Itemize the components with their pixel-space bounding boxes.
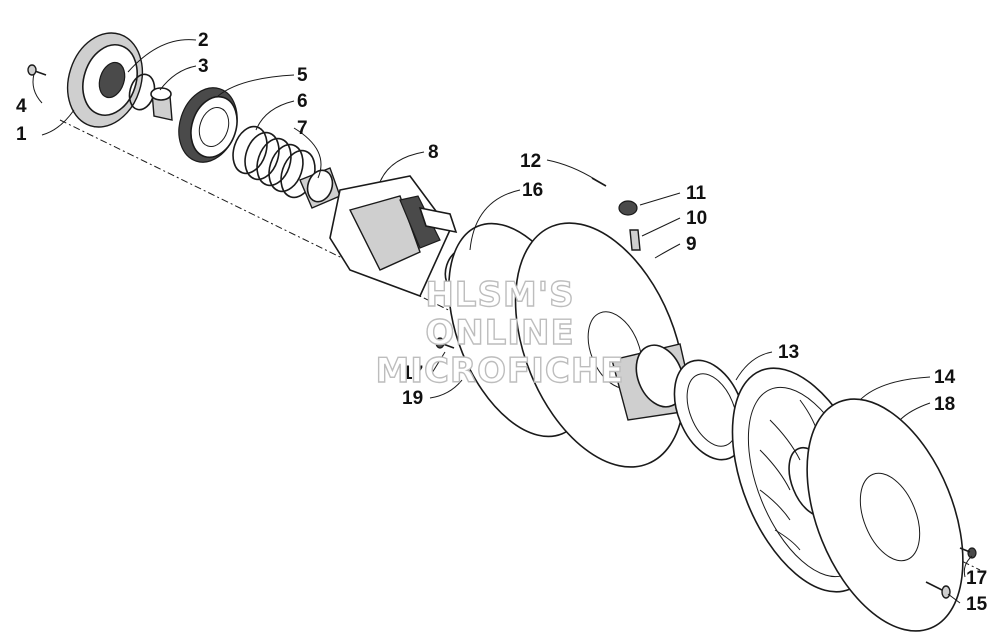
callout-16: 16 xyxy=(522,180,543,201)
watermark: HLSM'S ONLINE MICROFICHE xyxy=(375,274,624,391)
part-7-spacer xyxy=(299,167,341,209)
callout-11: 11 xyxy=(686,183,707,204)
callout-7: 7 xyxy=(297,118,308,139)
callout-3: 3 xyxy=(198,56,209,77)
callout-18: 18 xyxy=(934,394,955,415)
part-3-bushing xyxy=(150,87,173,121)
callout-17-upper: 17 xyxy=(402,363,423,384)
part-5-drum xyxy=(178,87,238,163)
callout-10: 10 xyxy=(686,208,707,229)
watermark-line-2: ONLINE xyxy=(425,313,574,353)
callout-14: 14 xyxy=(934,367,956,388)
part-11-roller xyxy=(618,200,638,216)
callout-19: 19 xyxy=(402,388,423,409)
part-15-bolt xyxy=(925,581,951,599)
part-8-helix xyxy=(329,175,458,298)
part-1-cover-plate xyxy=(66,32,144,128)
callout-17-lower: 17 xyxy=(966,568,987,589)
watermark-line-3: MICROFICHE xyxy=(375,351,624,391)
leader-lines xyxy=(32,39,973,604)
part-18-disc xyxy=(806,398,964,632)
callout-13: 13 xyxy=(778,342,799,363)
callout-5: 5 xyxy=(297,65,308,86)
callout-15: 15 xyxy=(966,594,988,615)
part-17-screw-lower xyxy=(959,547,977,559)
part-13-ring xyxy=(673,359,747,461)
callout-4: 4 xyxy=(16,96,27,117)
part-17-screw-upper xyxy=(435,337,455,349)
callout-1: 1 xyxy=(16,124,27,145)
watermark-line-1: HLSM'S xyxy=(425,275,574,315)
callout-12: 12 xyxy=(520,151,541,172)
callout-9: 9 xyxy=(686,234,697,255)
part-4-screw xyxy=(27,64,47,76)
part-10-pin xyxy=(629,229,641,251)
callout-2: 2 xyxy=(198,30,209,51)
callout-8: 8 xyxy=(428,142,439,163)
callout-6: 6 xyxy=(297,91,308,112)
